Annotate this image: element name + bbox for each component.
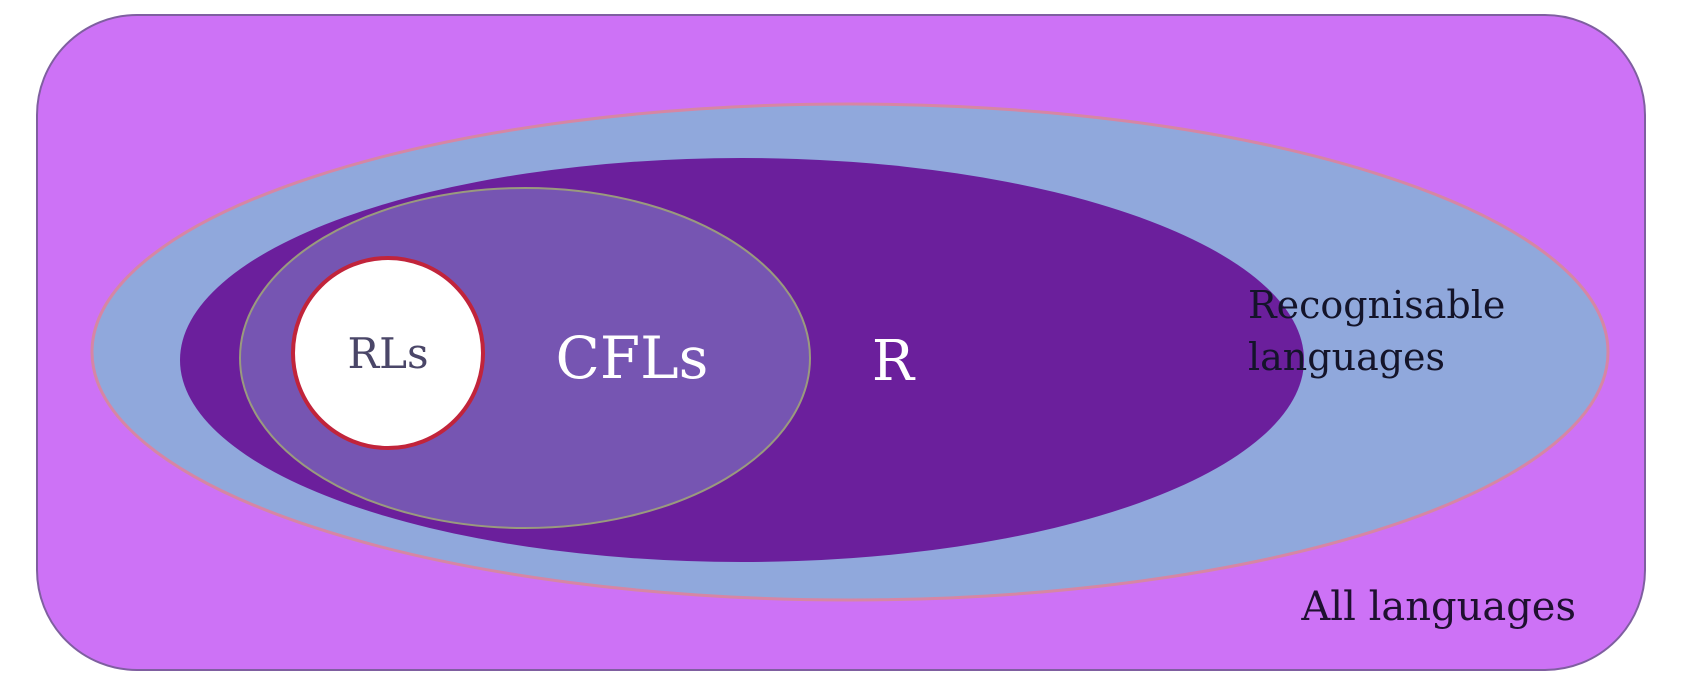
recognisable-languages-label-line-2: languages: [1248, 335, 1445, 379]
rls-region: [291, 256, 485, 450]
recognisable-languages-label-line-1: Recognisable: [1248, 283, 1505, 327]
all-languages-label: All languages: [1300, 584, 1576, 630]
cfls-label: CFLs: [556, 324, 709, 392]
r-label: R: [872, 329, 916, 394]
rls-label: RLs: [347, 329, 428, 378]
